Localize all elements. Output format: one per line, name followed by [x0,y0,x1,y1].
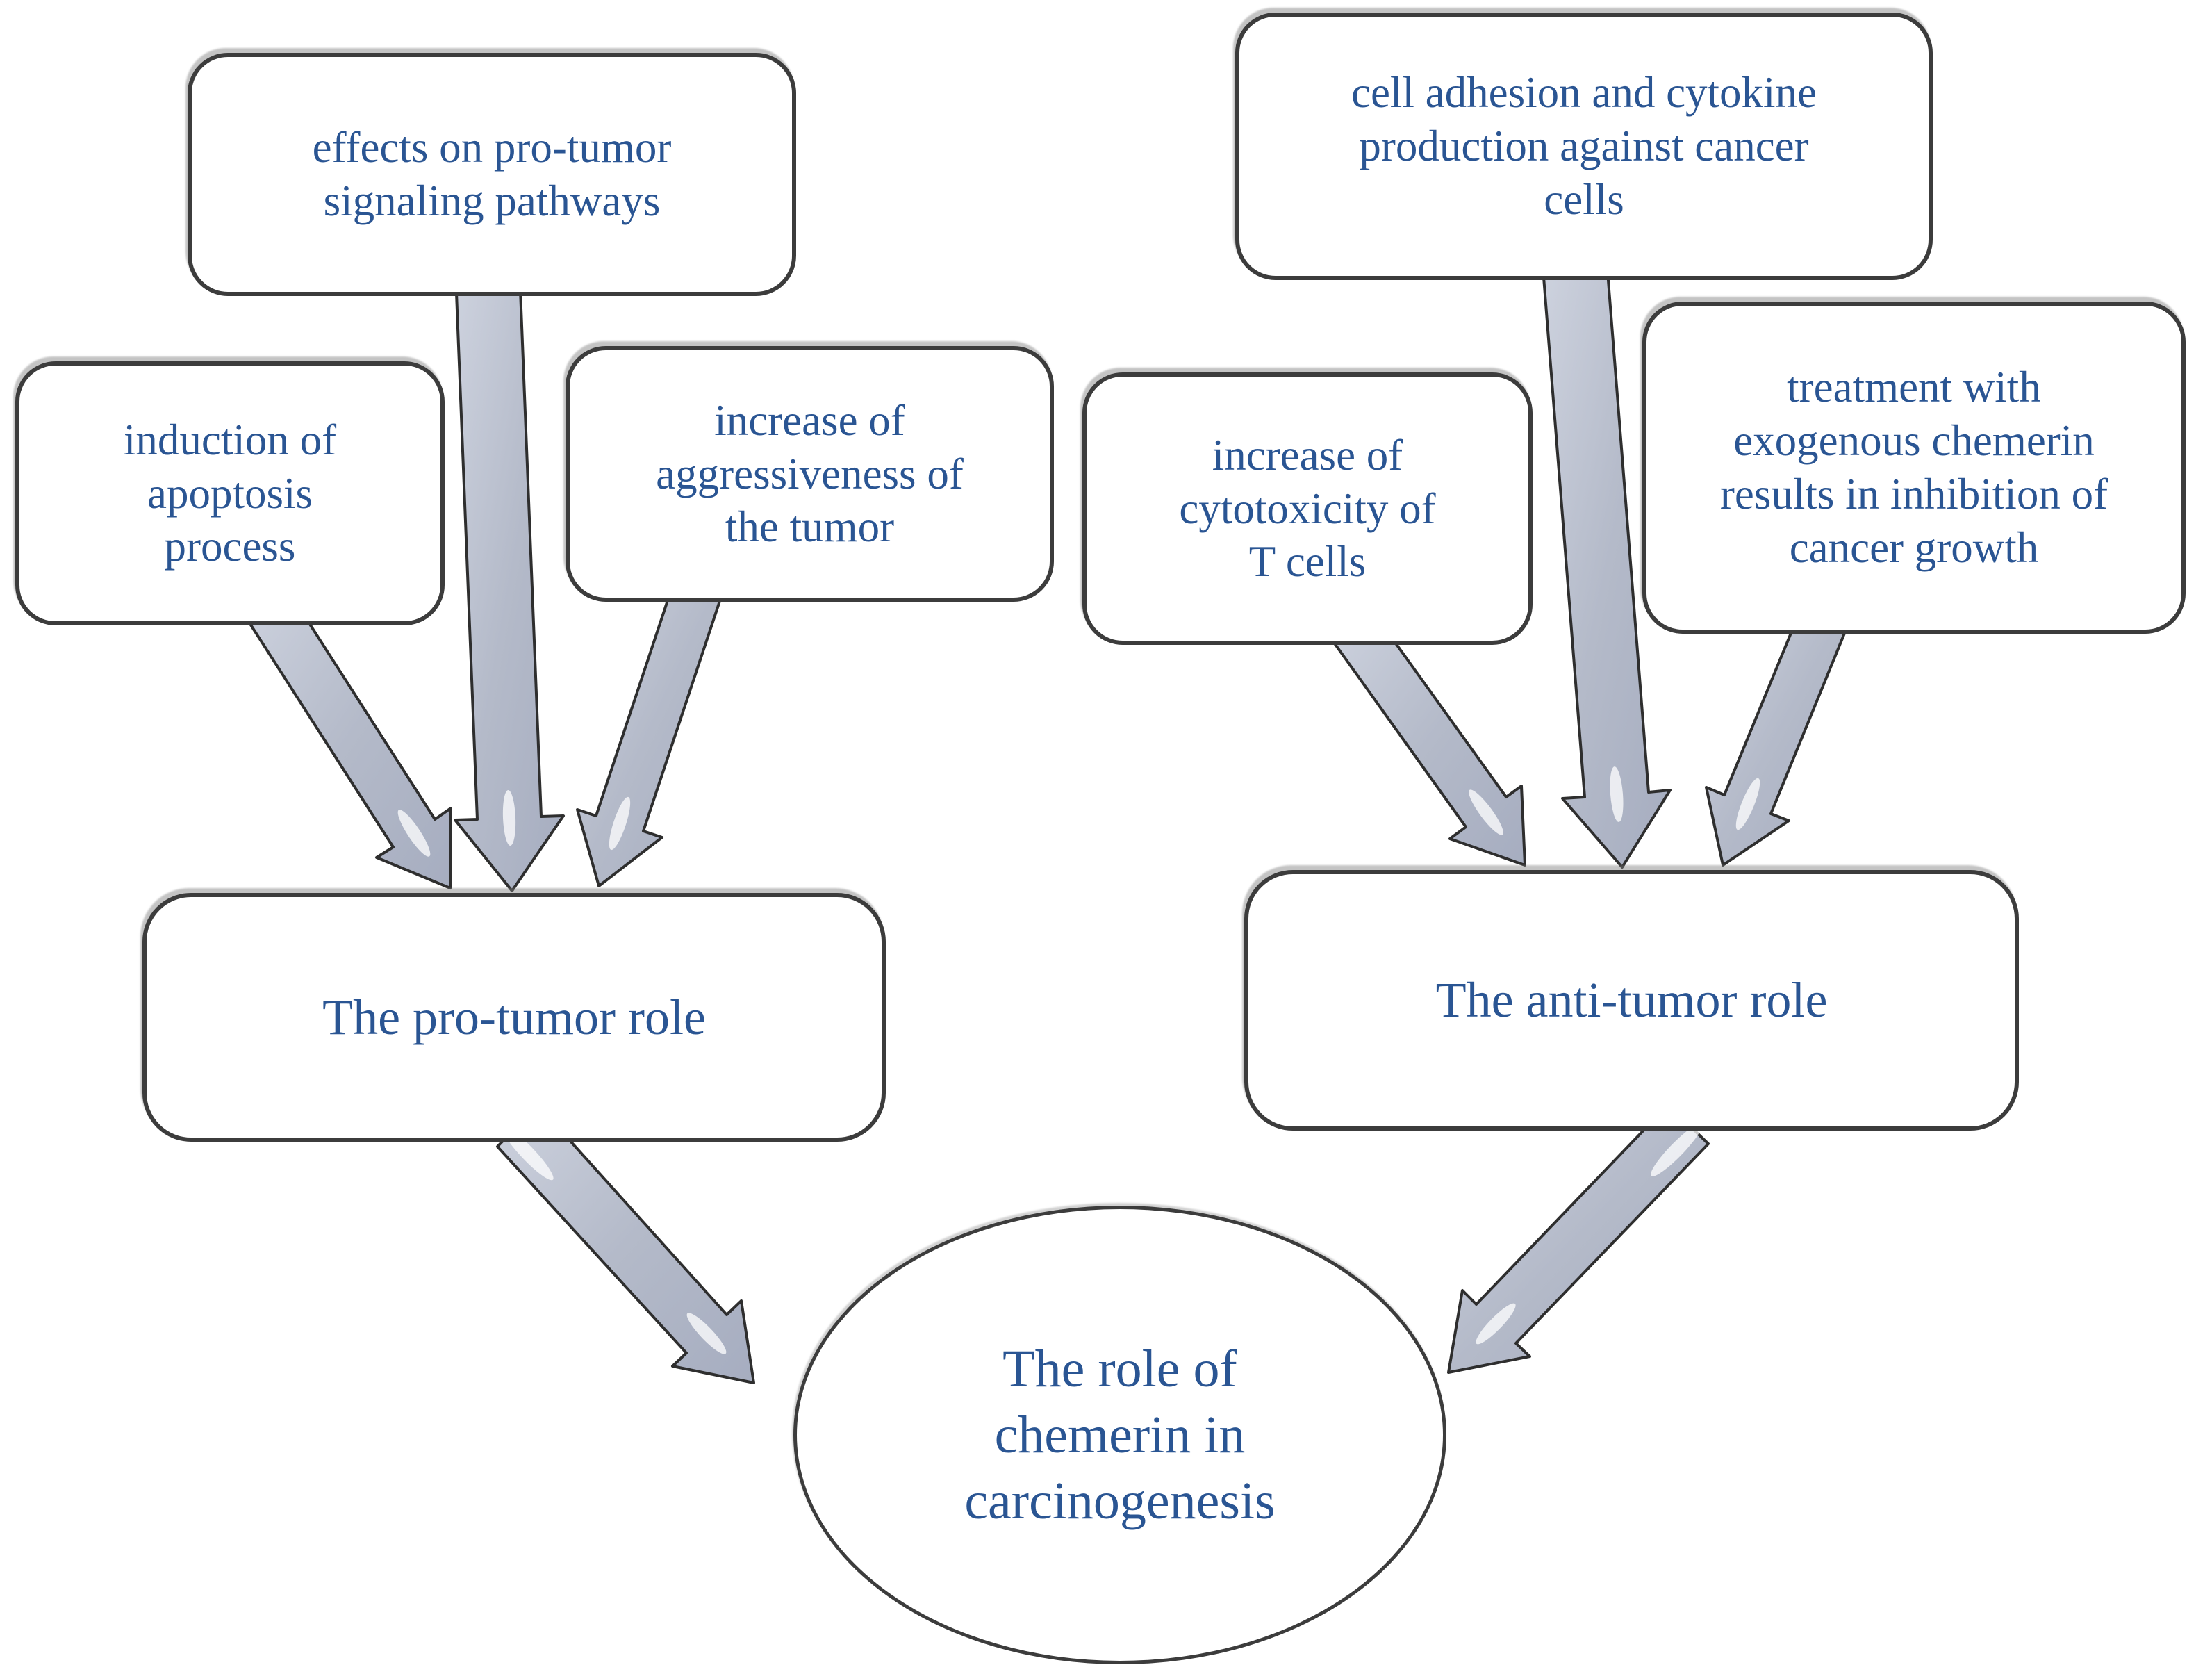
node-exogenous-chemerin-treatment: treatment with exogenous chemerin result… [1642,302,2186,634]
arrow-gloss [397,810,431,857]
arrow-gloss [609,796,631,851]
arrow-adhesion-to-antitumor [1542,270,1672,869]
node-increase-of-aggressiveness: increase of aggressiveness of the tumor [566,346,1054,602]
node-label: The anti-tumor role [1435,972,1828,1028]
arrow-gloss [686,1313,727,1354]
node-label: induction of apoptosis process [123,415,337,571]
arrow-effects-to-protumor [454,289,565,892]
arrow-gloss [502,790,516,846]
node-label: The pro-tumor role [322,989,706,1045]
arrow-gloss [1735,778,1760,830]
arrow-gloss [1476,1303,1516,1345]
node-cell-adhesion-cytokine: cell adhesion and cytokine production ag… [1235,13,1933,280]
node-role-of-chemerin-in-carcinogenesis: The role of chemerin in carcinogenesis [793,1206,1446,1664]
node-effects-on-pro-tumor-signaling: effects on pro-tumor signaling pathways [188,53,796,296]
node-anti-tumor-role: The anti-tumor role [1244,870,2019,1131]
arrow-gloss [1469,789,1503,835]
node-label: cell adhesion and cytokine production ag… [1351,68,1817,224]
node-label: effects on pro-tumor signaling pathways [312,123,672,225]
node-label: The role of chemerin in carcinogenesis [964,1339,1276,1530]
node-label: increase of cytotoxicity of T cells [1179,430,1436,586]
node-increase-cytotoxicity-t-cells: increase of cytotoxicity of T cells [1082,372,1533,645]
arrow-gloss [1610,766,1624,822]
arrow-treatment-to-antitumor [1705,608,1848,867]
arrow-gloss [1651,1124,1702,1176]
arrow-aggressiveness-to-protumor [576,578,723,887]
node-label: increase of aggressiveness of the tumor [656,395,964,552]
node-label: treatment with exogenous chemerin result… [1719,363,2108,572]
node-induction-of-apoptosis: induction of apoptosis process [15,361,445,625]
node-pro-tumor-role: The pro-tumor role [142,893,886,1142]
